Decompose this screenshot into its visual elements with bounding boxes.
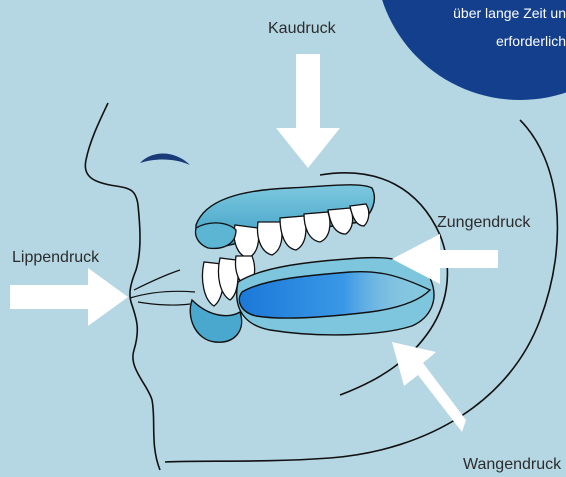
lippendruck-label: Lippendruck [12, 249, 100, 266]
badge-note-line2: erforderlich [496, 33, 566, 49]
kaudruck-label: Kaudruck [268, 20, 337, 37]
lower-guard [190, 300, 241, 342]
badge-note-line1: über lange Zeit un [453, 5, 566, 21]
wangendruck-label: Wangendruck [463, 456, 562, 473]
lippendruck-arrow [10, 268, 128, 326]
kaudruck-arrow [276, 54, 340, 168]
eye-curve [140, 153, 190, 165]
lip-lines [130, 270, 195, 305]
zungendruck-label: Zungendruck [437, 214, 531, 231]
wangendruck-arrow [392, 342, 466, 432]
